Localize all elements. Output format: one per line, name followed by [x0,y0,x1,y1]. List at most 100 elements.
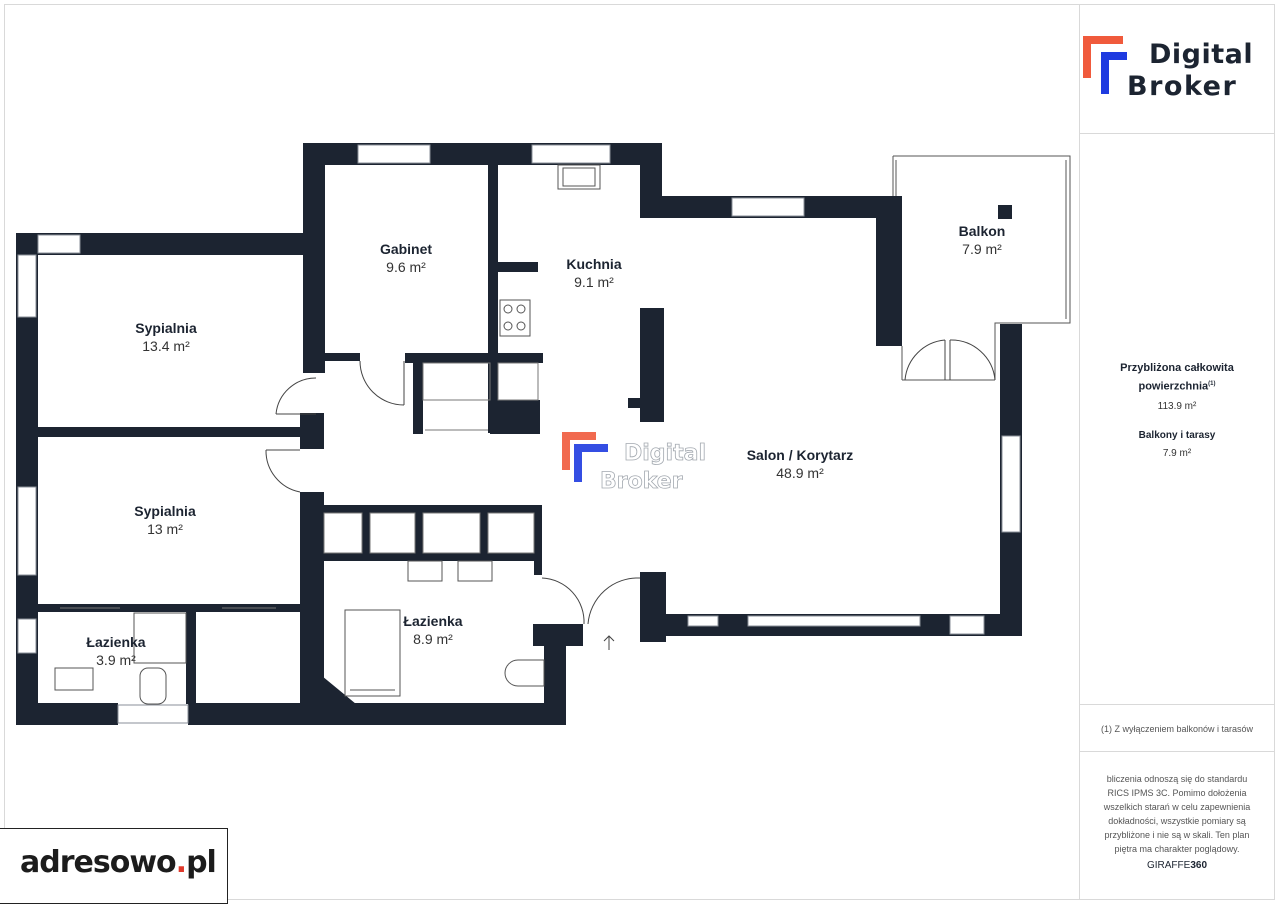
shower [133,612,187,664]
door-swing [359,360,405,406]
wall [490,400,540,434]
room-label-sypialnia-2: Sypialnia 13 m² [134,502,195,538]
room-name: Sypialnia [134,503,196,519]
disclaimer-line: dokładności, wszystkie pomiary są [1108,816,1246,826]
digital-broker-logo: Digital Broker [1083,36,1273,106]
giraffe-part2: 360 [1190,860,1208,871]
room-label-salon: Salon / Korytarz 48.9 m² [747,446,854,482]
footnote: (1) Z wyłączeniem balkonów i tarasów [1100,724,1254,734]
room-label-sypialnia-1: Sypialnia 13.4 m² [135,319,196,355]
room-label-kuchnia: Kuchnia 9.1 m² [566,255,621,291]
floor-plan [16,143,1071,725]
wall [480,505,488,555]
room-area: 9.6 m² [386,259,426,275]
door-swing [265,449,301,493]
bathtub [344,609,401,697]
cooktop [499,299,531,337]
total-area-label-1: Przybliżona całkowita [1120,362,1234,374]
digital-broker-logo-icon [1083,36,1127,94]
total-area-value: 113.9 m² [1157,400,1197,412]
room-area: 13.4 m² [142,338,190,354]
wall [533,624,583,646]
wall [188,703,566,725]
wall [488,163,498,433]
window [17,618,37,654]
window [117,704,189,724]
room-name: Balkon [958,223,1006,239]
room-name: Gabinet [379,241,433,257]
room-label-lazienka-1: Łazienka 8.9 m² [403,612,462,648]
wall [38,427,303,437]
giraffe-part1: GIRAFFE [1146,860,1191,871]
room-name: Łazienka [86,634,146,650]
room-area: 13 m² [147,521,183,537]
adresowo-badge[interactable]: adresowo.pl [0,828,228,904]
disclaimer-line: wszelkich starań w celu zapewnienia [1103,802,1251,812]
door-swing [275,377,317,415]
info-sidebar [1079,4,1275,900]
watermark-line2: Broker [600,469,683,494]
wall [324,553,542,561]
window [747,615,921,627]
wall [498,262,538,272]
wall [303,143,325,373]
wall [322,353,360,361]
page-frame [4,4,1275,900]
watermark-line1: Digital [624,441,706,466]
total-area-label-text: powierzchnia [1138,380,1209,393]
room-name: Salon / Korytarz [746,447,854,463]
divider [1080,704,1275,705]
window [687,615,719,627]
balcony-value: 7.9 m² [1162,447,1192,459]
room-name: Kuchnia [566,256,622,272]
window [949,615,985,635]
window [531,144,611,164]
window [37,234,81,254]
wall [628,398,664,408]
divider [1080,751,1275,752]
wall [876,196,902,346]
wall [544,624,566,724]
wall [38,604,303,612]
portal-dot: . [175,845,187,880]
wall [186,604,196,704]
balcony-post [998,205,1012,219]
wall [16,703,118,725]
door-swing [904,339,946,381]
total-area-label-2: powierzchnia(1) [1079,376,1275,395]
wall [300,413,324,449]
entrance-arrow-icon [603,635,615,650]
toilet [139,667,167,705]
wall [362,505,370,555]
watermark-logo-icon: Digital Broker [562,432,706,494]
portal-tld: pl [186,845,217,880]
room-label-gabinet: Gabinet 9.6 m² [380,240,432,276]
total-area-block: Przybliżona całkowita powierzchnia(1) 11… [1079,360,1275,461]
toilet [504,659,545,687]
room-name: Łazienka [403,613,463,629]
room-area: 48.9 m² [776,465,824,481]
wall [534,505,542,575]
door-swing [587,577,641,625]
room-name: Sypialnia [135,320,197,336]
wall [300,492,324,704]
window [17,486,37,576]
window [731,197,805,217]
wall [413,360,423,434]
room-label-lazienka-2: Łazienka 3.9 m² [86,633,145,669]
logo-line1: Digital [1149,39,1254,70]
door-swing [541,577,585,625]
wall [322,505,542,513]
disclaimer: bliczenia odnoszą się do standardu RICS … [1079,772,1275,856]
window [17,254,37,318]
disclaimer-line: bliczenia odnoszą się do standardu [1106,774,1248,784]
logo-line2: Broker [1127,71,1238,102]
wall [640,572,666,642]
disclaimer-line: RICS IPMS 3C. Pomimo dołożenia [1107,788,1247,798]
window [1001,435,1021,533]
room-area: 9.1 m² [574,274,614,290]
balcony-label: Balkony i tarasy [1138,429,1216,441]
room-label-balkon: Balkon 7.9 m² [959,222,1006,258]
room-area: 7.9 m² [962,241,1002,257]
door-swing [949,339,996,381]
